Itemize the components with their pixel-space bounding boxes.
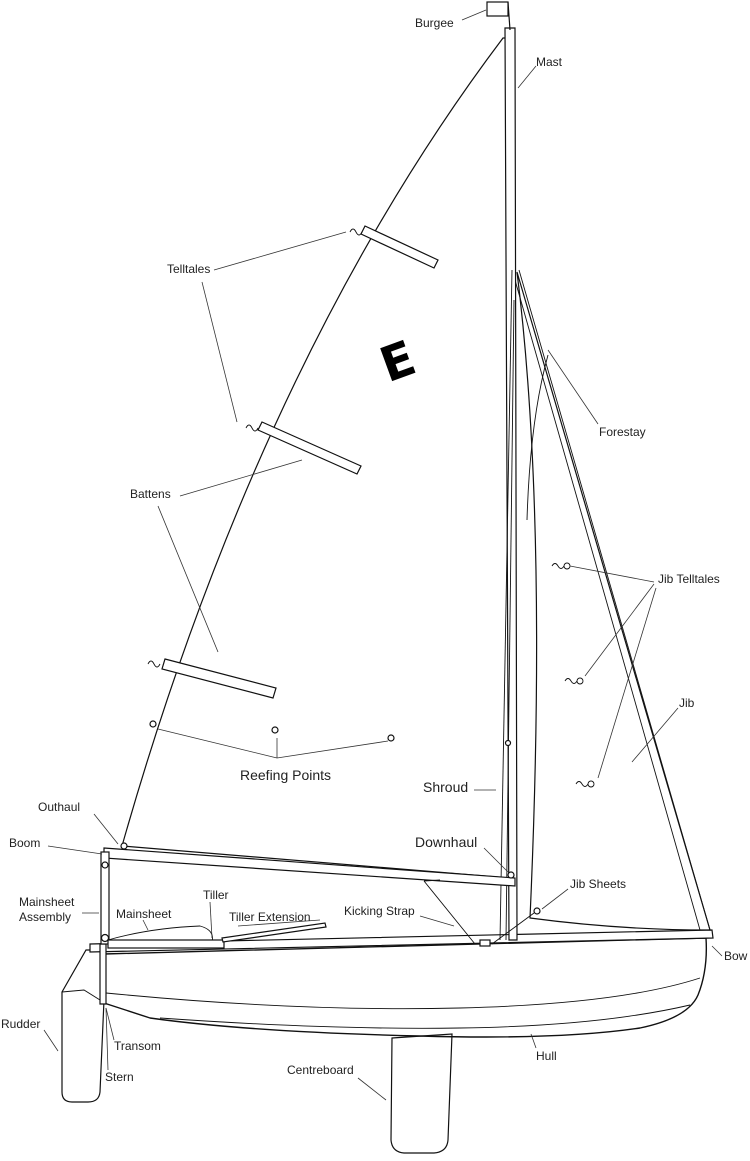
hull-strake-lower	[159, 1004, 691, 1029]
label-bow: Bow	[724, 949, 748, 963]
burgee	[486, 1, 509, 17]
jib-sheet-line	[491, 912, 535, 945]
label-burgee: Burgee	[415, 16, 454, 30]
kicking-strap	[423, 879, 476, 945]
mainsail	[121, 37, 511, 879]
label-stern: Stern	[105, 1070, 134, 1084]
burgee-staff	[507, 1, 511, 31]
telltale-bottom	[147, 660, 161, 668]
jib-telltale-2-ring	[576, 677, 584, 685]
label-mainsheet: Mainsheet	[116, 907, 172, 921]
shroud	[499, 269, 513, 941]
centreboard	[390, 1033, 453, 1154]
mainsheet-assembly	[100, 851, 110, 945]
jib-leech-curve	[526, 354, 549, 521]
hull-strake-upper	[105, 977, 701, 1010]
jib-sheet-fairlead	[533, 907, 541, 915]
label-jib: Jib	[679, 696, 695, 710]
label-mainsheet-assembly-2: Assembly	[19, 910, 71, 924]
jib-telltale-1-ring	[563, 562, 571, 570]
label-jib-sheets: Jib Sheets	[570, 877, 626, 891]
label-outhaul: Outhaul	[38, 800, 80, 814]
label-jib-telltales: Jib Telltales	[658, 572, 720, 586]
label-tiller: Tiller	[203, 888, 229, 902]
batten-middle	[257, 421, 362, 475]
mainsheet-block-bottom	[100, 933, 110, 943]
tiller	[107, 939, 225, 949]
transom	[99, 943, 107, 1005]
rudder-stock	[61, 989, 101, 1001]
jib-telltale-1	[551, 563, 565, 569]
sail-letter: E	[373, 330, 423, 394]
label-rudder: Rudder	[1, 1017, 40, 1031]
label-boom: Boom	[9, 836, 40, 850]
reefing-point-2	[271, 726, 279, 734]
label-mast: Mast	[536, 55, 563, 69]
outhaul-fitting	[120, 842, 128, 850]
jib-telltale-2	[564, 678, 578, 684]
mainsheet-block-top	[101, 861, 109, 869]
jib-telltale-3	[575, 781, 589, 787]
telltale-top	[349, 228, 363, 236]
batten-bottom	[161, 658, 277, 699]
reefing-point-1	[149, 720, 157, 728]
tiller-extension	[221, 922, 327, 943]
label-centreboard: Centreboard	[287, 1063, 354, 1077]
jib	[516, 271, 711, 931]
reefing-point-3	[387, 734, 395, 742]
label-forestay: Forestay	[599, 425, 646, 439]
label-battens: Battens	[130, 487, 171, 501]
mast-step	[479, 939, 491, 947]
forestay	[518, 269, 711, 931]
rudder	[61, 949, 105, 1103]
downhaul-fitting	[507, 871, 515, 879]
label-mainsheet-assembly-1: Mainsheet	[19, 895, 75, 909]
label-downhaul: Downhaul	[415, 834, 477, 850]
label-transom: Transom	[114, 1039, 161, 1053]
label-telltales: Telltales	[167, 262, 210, 276]
shroud-2	[505, 299, 515, 941]
mast	[504, 27, 518, 941]
label-tiller-extension: Tiller Extension	[229, 910, 311, 924]
shroud-fitting	[504, 739, 512, 747]
label-shroud: Shroud	[423, 779, 468, 795]
boom	[103, 847, 516, 887]
forestay-inner	[514, 279, 701, 931]
hull	[103, 937, 708, 1038]
jib-telltale-3-ring	[587, 780, 595, 788]
label-kicking-strap: Kicking Strap	[344, 904, 415, 918]
label-reefing-points: Reefing Points	[240, 767, 331, 783]
batten-top	[360, 225, 439, 269]
telltale-middle	[245, 424, 259, 432]
label-hull: Hull	[536, 1049, 557, 1063]
leader-lines	[43, 9, 723, 1101]
